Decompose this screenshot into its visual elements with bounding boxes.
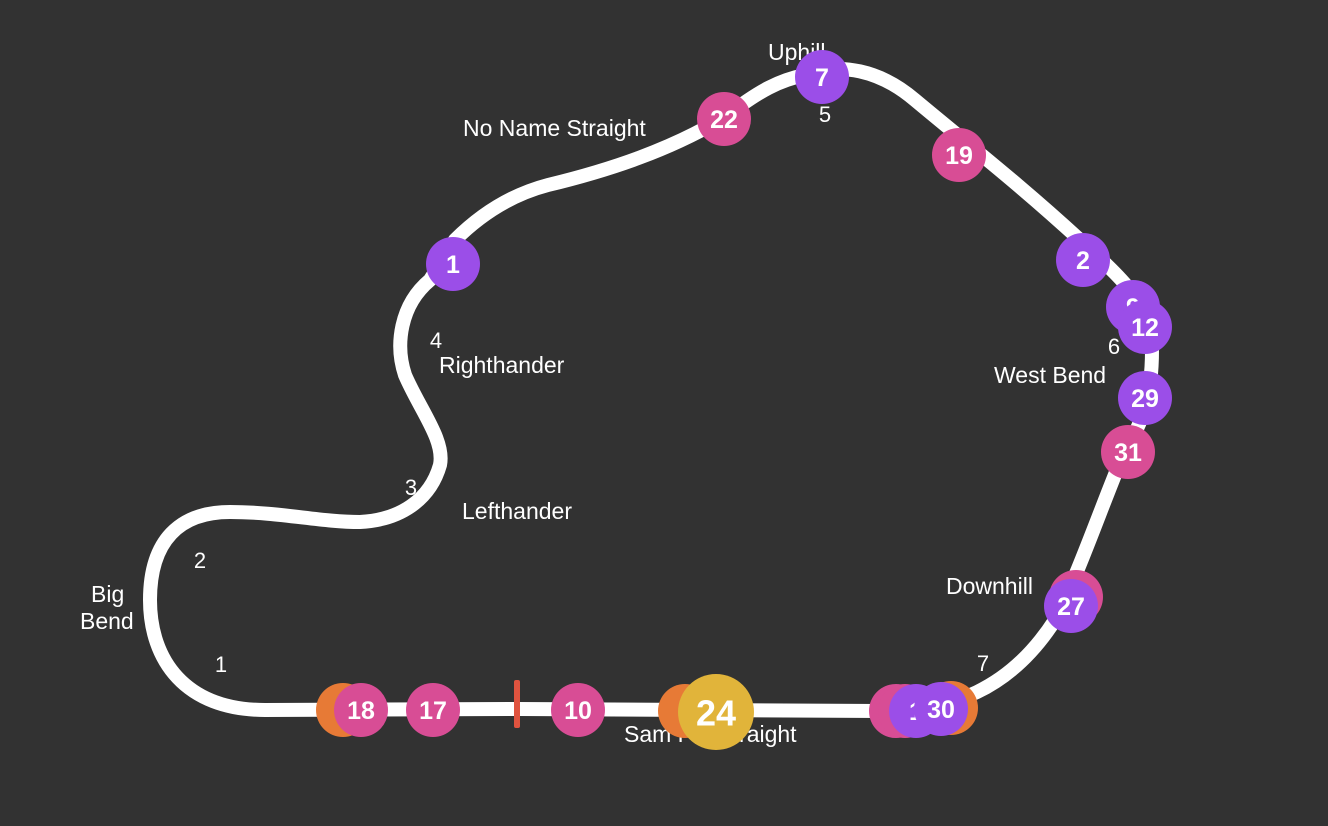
car-marker[interactable]: 29 [1118, 371, 1172, 425]
corner-number-5: 5 [819, 102, 831, 127]
car-number: 2 [1076, 247, 1090, 275]
corner-name-no-name-straight: No Name Straight [463, 115, 646, 141]
corner-name-big: Big [91, 581, 124, 607]
car-number: 19 [945, 142, 973, 170]
car-marker[interactable]: 1 [426, 237, 480, 291]
car-number: 27 [1057, 593, 1085, 621]
car-marker[interactable]: 18 [334, 683, 388, 737]
corner-name-west-bend: West Bend [994, 362, 1106, 388]
corner-name-lefthander: Lefthander [462, 498, 572, 524]
car-marker[interactable]: 31 [1101, 425, 1155, 479]
car-marker[interactable]: 30 [914, 682, 968, 736]
corner-name-bend: Bend [80, 608, 134, 634]
car-marker-circle[interactable] [932, 128, 986, 182]
car-number: 22 [710, 106, 738, 134]
car-marker-circle[interactable] [697, 92, 751, 146]
car-number: 17 [419, 697, 447, 725]
car-marker[interactable]: 12 [1118, 300, 1172, 354]
car-number: 7 [815, 64, 829, 92]
car-marker-circle[interactable] [426, 237, 480, 291]
corner-number-2: 2 [194, 548, 206, 573]
car-marker[interactable]: 19 [932, 128, 986, 182]
car-marker[interactable]: 7 [795, 50, 849, 104]
car-number: 1 [446, 251, 460, 279]
car-number: 29 [1131, 385, 1159, 413]
car-marker[interactable]: 22 [697, 92, 751, 146]
car-number: 24 [696, 693, 736, 734]
car-marker-circle[interactable] [1118, 371, 1172, 425]
car-marker[interactable]: 10 [551, 683, 605, 737]
car-marker-circle[interactable] [795, 50, 849, 104]
corner-name-downhill: Downhill [946, 573, 1033, 599]
car-marker-circle[interactable] [551, 683, 605, 737]
corner-number-4: 4 [430, 328, 442, 353]
car-number: 12 [1131, 314, 1159, 342]
car-marker-circle[interactable] [334, 683, 388, 737]
car-number: 31 [1114, 439, 1142, 467]
corner-number-6: 6 [1108, 334, 1120, 359]
corner-number-3: 3 [405, 475, 417, 500]
car-marker-circle[interactable] [1101, 425, 1155, 479]
track-path [143, 62, 1159, 719]
car-marker[interactable]: 17 [406, 683, 460, 737]
car-marker[interactable]: 2 [1056, 233, 1110, 287]
car-number: 18 [347, 697, 375, 725]
finish-line [514, 680, 520, 728]
car-number: 10 [564, 697, 592, 725]
car-marker-circle[interactable] [1118, 300, 1172, 354]
corner-number-7: 7 [977, 651, 989, 676]
car-marker[interactable]: 24 [678, 674, 754, 750]
car-marker-circle[interactable] [1044, 579, 1098, 633]
car-marker-circle[interactable] [406, 683, 460, 737]
car-marker-circle[interactable] [1056, 233, 1110, 287]
car-marker[interactable]: 27 [1044, 579, 1098, 633]
car-marker-circle[interactable] [914, 682, 968, 736]
corner-number-1: 1 [215, 652, 227, 677]
car-marker-circle[interactable] [678, 674, 754, 750]
car-number: 30 [927, 696, 955, 724]
corner-name-righthander: Righthander [439, 352, 565, 378]
